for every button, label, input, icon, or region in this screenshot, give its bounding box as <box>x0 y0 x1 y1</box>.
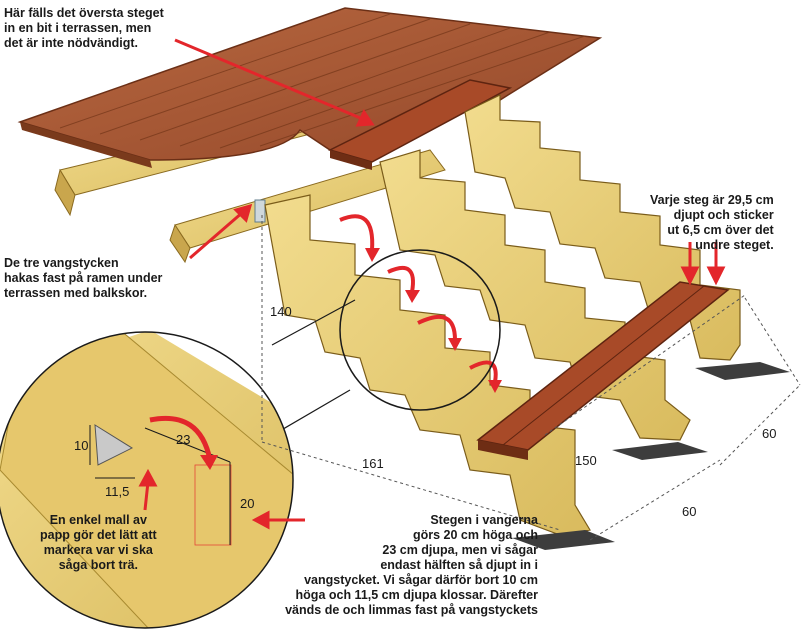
dim-20: 20 <box>240 496 254 511</box>
note-line: vänds de och limmas fast på vangstyckets <box>285 603 538 617</box>
note-line: det är inte nödvändigt. <box>4 36 139 50</box>
note-line: hakas fast på ramen under <box>4 271 163 285</box>
note-line: Varje steg är 29,5 cm <box>650 193 774 207</box>
note-step-cuts: Stegen i vangerna görs 20 cm höga och 23… <box>278 513 538 618</box>
callout-arrows <box>138 38 726 530</box>
note-line: terrassen med balkskor. <box>4 286 148 300</box>
note-line: En enkel mall av <box>49 513 147 527</box>
note-line: endast hälften så djupt in i <box>380 558 538 572</box>
dim-161: 161 <box>362 456 384 471</box>
note-stringers: De tre vangstycken hakas fast på ramen u… <box>4 256 162 301</box>
dim-10: 10 <box>74 438 88 453</box>
note-line: höga och 11,5 cm djupa klossar. Därefter <box>295 588 538 602</box>
flip-arrows <box>339 214 498 383</box>
main-dimensions <box>261 215 801 541</box>
note-line: djupt och sticker <box>673 208 774 222</box>
note-line: undre steget. <box>695 238 774 252</box>
joist-hanger <box>254 199 266 223</box>
note-line: Stegen i vangerna <box>430 513 538 527</box>
bottom-step-board <box>476 281 730 460</box>
terrace-deck <box>17 7 603 168</box>
note-line: markera var vi ska <box>43 543 153 557</box>
dim-11-5: 11,5 <box>105 484 129 499</box>
dim-60-lower: 60 <box>682 504 696 519</box>
note-line: De tre vangstycken <box>4 256 119 270</box>
note-line: ut 6,5 cm över det <box>667 223 774 237</box>
note-line: vangstycket. Vi sågar därför bort 10 cm <box>304 573 538 587</box>
magnifier-circle <box>339 249 501 411</box>
dim-23: 23 <box>176 432 190 447</box>
note-line: papp gör det lätt att <box>40 528 157 542</box>
note-template: En enkel mall av papp gör det lätt att m… <box>40 513 157 573</box>
dim-140: 140 <box>270 304 292 319</box>
note-line: in en bit i terrassen, men <box>4 21 152 35</box>
note-line: såga bort trä. <box>58 558 138 572</box>
note-top-step: Här fälls det översta steget in en bit i… <box>4 6 164 51</box>
note-line: 23 cm djupa, men vi sågar <box>382 543 538 557</box>
dim-150: 150 <box>575 453 597 468</box>
note-line: görs 20 cm höga och <box>412 528 538 542</box>
note-step-depth: Varje steg är 29,5 cm djupt och sticker … <box>650 193 774 253</box>
dim-60-upper: 60 <box>762 426 776 441</box>
note-line: Här fälls det översta steget <box>4 6 164 20</box>
ground-pads <box>512 362 790 550</box>
